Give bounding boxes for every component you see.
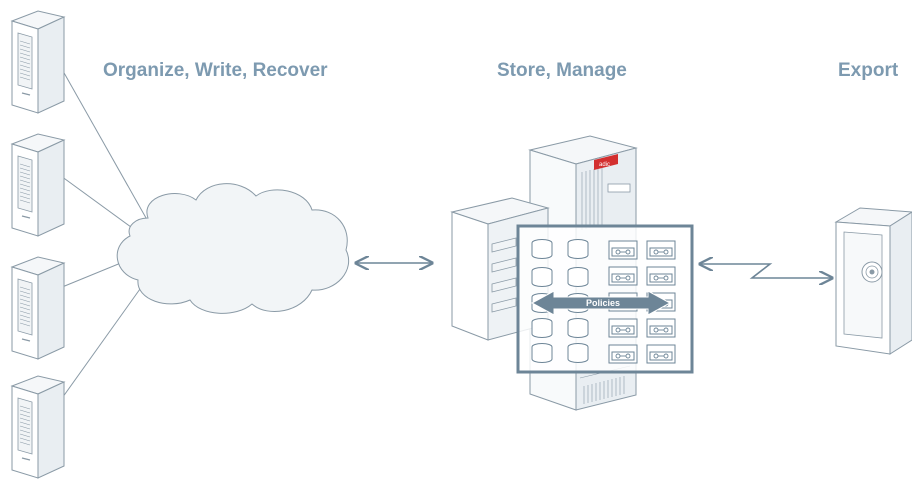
vault-icon [834, 207, 912, 355]
brand-badge [594, 154, 618, 170]
tape-cartridge-icon [646, 240, 676, 260]
tape-cartridge-icon [608, 240, 638, 260]
tape-cartridge-icon [646, 318, 676, 338]
control-panel [607, 183, 631, 193]
brand-label: adic [599, 162, 610, 168]
policies-label: Policies [586, 298, 620, 308]
server-icon [11, 375, 65, 479]
disk-icon [567, 318, 589, 338]
heading-store-manage: Store, Manage [497, 60, 627, 81]
lightning-arrow-icon [700, 264, 832, 278]
disk-icon [567, 239, 589, 259]
disk-icon [531, 239, 553, 259]
server-icon [11, 10, 65, 114]
server-icon [11, 133, 65, 237]
tape-cartridge-icon [608, 318, 638, 338]
tape-cartridge-icon [608, 266, 638, 286]
tape-cartridge-icon [608, 344, 638, 364]
disk-icon [531, 343, 553, 363]
heading-export: Export [838, 60, 899, 81]
disk-icon [567, 267, 589, 287]
server-icon [11, 256, 65, 360]
tape-cartridge-icon [646, 266, 676, 286]
cloud-icon [116, 183, 350, 314]
policies-arrow-icon [530, 290, 672, 316]
tape-cartridge-icon [646, 344, 676, 364]
heading-organize-write-recover: Organize, Write, Recover [103, 60, 328, 81]
disk-icon [567, 343, 589, 363]
disk-icon [531, 318, 553, 338]
disk-icon [531, 267, 553, 287]
